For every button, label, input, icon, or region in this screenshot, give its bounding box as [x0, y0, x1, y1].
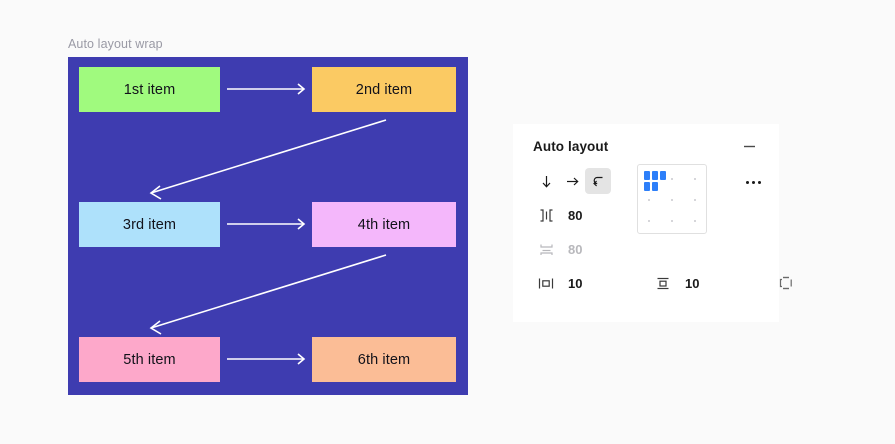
- dot: [757, 180, 761, 184]
- item-label: 4th item: [357, 216, 411, 233]
- auto-layout-panel: Auto layout: [513, 124, 792, 322]
- flow-arrow-5-to-6: [227, 353, 306, 365]
- dot: [751, 180, 755, 184]
- panel-body: 80 80: [513, 154, 792, 300]
- flow-arrow-1-to-2: [227, 83, 306, 95]
- horizontal-gap-row: 80: [533, 198, 759, 232]
- align-dot: [694, 199, 696, 201]
- align-dot: [671, 220, 673, 222]
- horizontal-padding-value[interactable]: 10: [568, 275, 583, 291]
- align-dot: [671, 199, 673, 201]
- align-dot: [648, 220, 650, 222]
- item-label: 5th item: [123, 351, 176, 368]
- item-label: 2nd item: [355, 81, 413, 98]
- vertical-padding-group: 10: [650, 270, 711, 296]
- padding-row: 10 10: [533, 266, 792, 300]
- dot: [745, 180, 749, 184]
- item-label: 3rd item: [122, 216, 177, 233]
- panel-header: Auto layout: [513, 124, 779, 154]
- align-block: [652, 171, 658, 180]
- vertical-gap-icon[interactable]: [533, 236, 559, 262]
- flow-arrow-3-to-4: [227, 218, 306, 230]
- layout-canvas: 1st item 2nd item 3rd item 4th item 5th …: [68, 57, 468, 395]
- align-dot: [671, 178, 673, 180]
- vertical-padding-icon[interactable]: [650, 270, 676, 296]
- vertical-padding-value[interactable]: 10: [685, 275, 700, 291]
- ellipsis-dots: [745, 180, 761, 184]
- align-dot: [648, 199, 650, 201]
- vertical-gap-value[interactable]: 80: [568, 241, 583, 257]
- item-box-2[interactable]: 2nd item: [312, 67, 456, 112]
- canvas-caption: Auto layout wrap: [68, 37, 163, 51]
- item-box-5[interactable]: 5th item: [79, 337, 220, 382]
- ellipsis-icon[interactable]: [741, 170, 765, 194]
- horizontal-padding-group: 10: [533, 270, 594, 296]
- direction-row: [533, 164, 759, 198]
- vertical-gap-row: 80: [533, 232, 759, 266]
- item-label: 6th item: [357, 351, 411, 368]
- align-dot: [694, 178, 696, 180]
- minus-icon[interactable]: [739, 136, 759, 156]
- alignment-grid[interactable]: [637, 164, 707, 234]
- item-box-1[interactable]: 1st item: [79, 67, 220, 112]
- horizontal-gap-value[interactable]: 80: [568, 207, 583, 223]
- individual-padding-icon[interactable]: [773, 270, 799, 296]
- item-box-3[interactable]: 3rd item: [79, 202, 220, 247]
- auto-layout-wrap-example: Auto layout wrap 1st item 2nd item 3rd i…: [68, 36, 468, 395]
- horizontal-gap-icon[interactable]: [533, 202, 559, 228]
- arrow-right-icon[interactable]: [559, 168, 585, 194]
- item-box-6[interactable]: 6th item: [312, 337, 456, 382]
- arrow-down-icon[interactable]: [533, 168, 559, 194]
- flow-arrow-4-to-5: [149, 254, 387, 335]
- align-block: [644, 171, 650, 180]
- align-block: [652, 182, 658, 191]
- panel-title: Auto layout: [533, 138, 609, 154]
- align-block: [644, 182, 650, 191]
- horizontal-padding-icon[interactable]: [533, 270, 559, 296]
- item-label: 1st item: [123, 81, 176, 98]
- flow-arrow-2-to-3: [149, 119, 387, 200]
- item-box-4[interactable]: 4th item: [312, 202, 456, 247]
- align-block: [660, 171, 666, 180]
- wrap-return-icon[interactable]: [585, 168, 611, 194]
- align-dot: [694, 220, 696, 222]
